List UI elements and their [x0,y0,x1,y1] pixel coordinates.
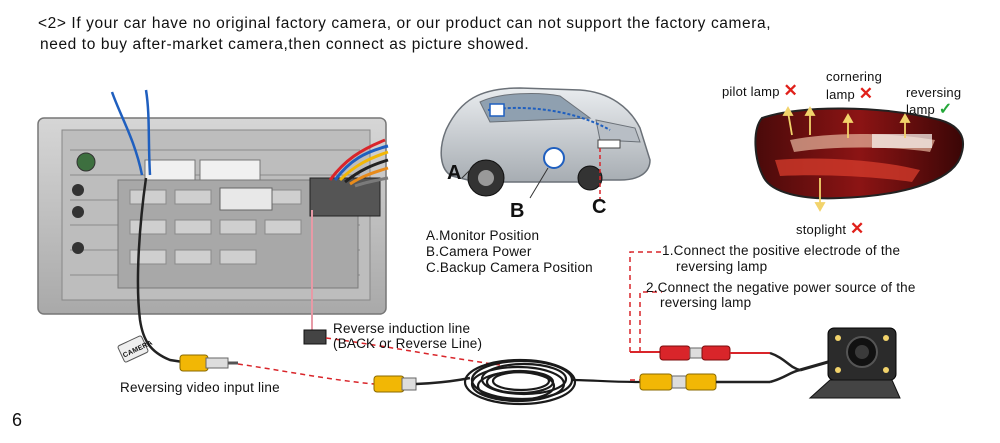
label-reversing-1: reversing [906,85,962,100]
label-stoplight: stoplight ✕ [796,219,865,239]
cross-icon: ✕ [858,84,874,103]
instruction-step2-line1: 2.Connect the negative power source of t… [646,280,916,295]
label-pilot-lamp: pilot lamp ✕ [722,81,798,101]
legend-backup-camera-position: C.Backup Camera Position [426,260,593,275]
lamp-power-wires [629,251,662,381]
video-cable [117,177,184,364]
label-video-input: Reversing video input line [120,380,280,395]
instruction-step1-line2: reversing lamp [676,259,768,274]
marker-a: A [447,162,462,184]
head-unit [37,89,389,315]
marker-b: B [510,200,525,222]
coiled-cable [463,358,641,406]
label-reversing-2: lamp ✓ [906,99,952,119]
power-connector [630,345,770,361]
pilot-lamp-text: pilot lamp [722,84,780,99]
header-line-2: need to buy after-market camera,then con… [40,36,530,53]
legend-camera-power: B.Camera Power [426,244,532,259]
label-reverse-induction-2: (BACK or Reverse Line) [333,336,483,351]
stoplight-text: stoplight [796,222,847,237]
header-line-1: <2> If your car have no original factory… [38,15,772,32]
cornering-lamp-text: lamp [826,87,855,102]
rca-connector-head [179,354,238,372]
instruction-step2-line2: reversing lamp [660,295,752,310]
car-illustration [440,87,651,200]
reversing-lamp-text: lamp [906,102,935,117]
label-cornering-2: lamp ✕ [826,84,873,104]
taillight [754,106,965,212]
cross-icon: ✕ [783,81,798,100]
cross-icon: ✕ [850,219,865,238]
check-icon: ✓ [938,101,953,118]
page-number: 6 [12,410,23,430]
legend-monitor-position: A.Monitor Position [426,228,540,243]
reverse-induction-plug [303,329,327,345]
rca-connector-camera [639,373,770,391]
instruction-step1-line1: 1.Connect the positive electrode of the [662,243,901,258]
label-reverse-induction-1: Reverse induction line [333,321,471,336]
label-cornering-1: cornering [826,69,882,84]
rca-connector-mid [373,375,471,393]
marker-c: C [592,196,607,218]
backup-camera [799,327,901,399]
